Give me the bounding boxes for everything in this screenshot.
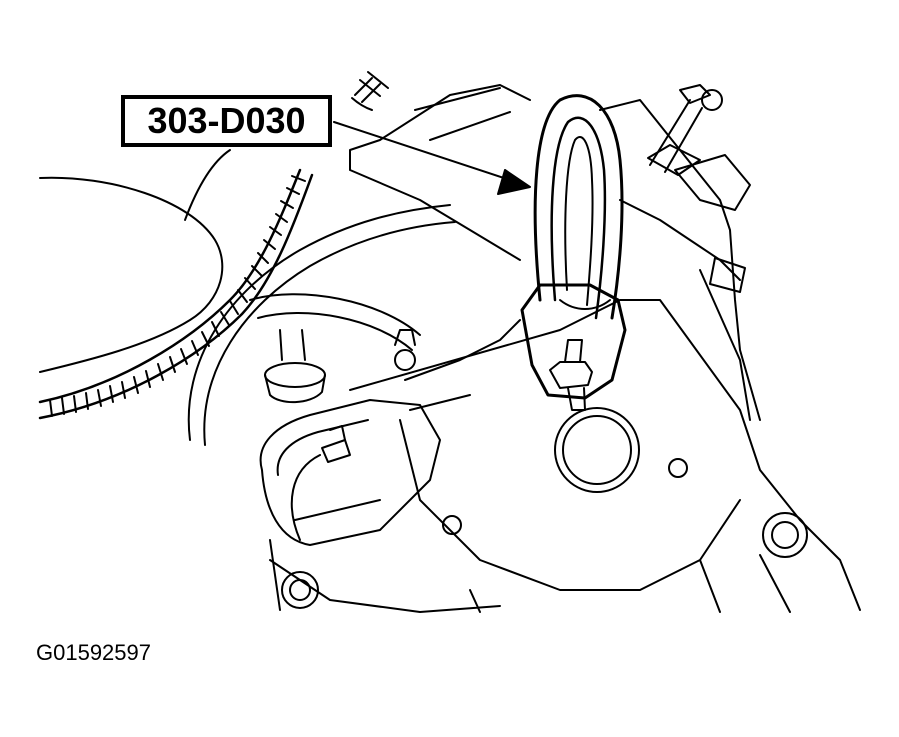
mount-stud <box>395 330 415 370</box>
base-plate-front <box>400 420 740 590</box>
corrugated-hose <box>40 170 312 418</box>
curved-cable-2 <box>204 222 455 445</box>
engine-block-right-2 <box>620 200 740 280</box>
base-plate-edge <box>270 540 790 612</box>
bracket-arm <box>405 320 520 410</box>
tool-number-callout: 303-D030 <box>121 95 332 147</box>
bolt-lower-right <box>763 513 807 557</box>
small-tube <box>352 78 380 110</box>
engine-block-right <box>600 100 760 420</box>
bracket-right <box>700 258 750 420</box>
base-plate-lower <box>270 560 500 612</box>
lifting-eye-tool <box>522 96 625 410</box>
mount-hole <box>669 459 687 477</box>
top-right-pipe <box>648 85 750 210</box>
background-housing-outline <box>40 178 222 372</box>
small-cylinder <box>265 330 325 402</box>
housing-inner-edge <box>185 150 230 220</box>
tool-number-label: 303-D030 <box>147 100 306 141</box>
bolt-left <box>322 426 350 462</box>
engine-block-upper <box>350 85 530 260</box>
engine-block-ridge <box>415 88 510 140</box>
figure-id: G01592597 <box>36 640 151 665</box>
motor-housing-inner <box>278 420 380 520</box>
small-tube-end <box>360 72 388 96</box>
callout-leader-arrow <box>334 122 530 194</box>
bolt-lower-left <box>282 572 318 608</box>
curved-cable <box>189 205 450 440</box>
base-plate <box>350 300 860 610</box>
tube-horizontal <box>250 294 420 350</box>
motor-housing <box>261 400 440 545</box>
round-port <box>555 408 639 492</box>
motor-end <box>292 455 320 540</box>
mount-hole <box>443 516 461 534</box>
